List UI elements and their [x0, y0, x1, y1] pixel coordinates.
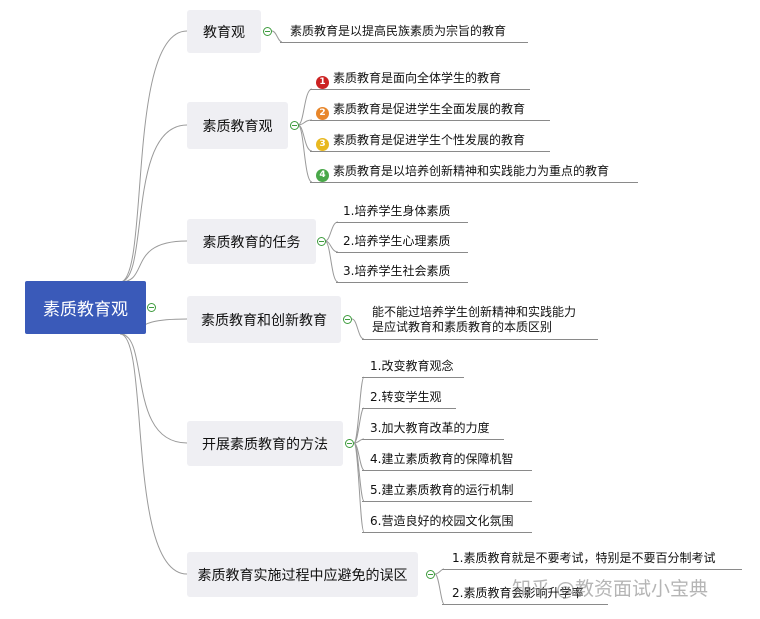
leaf-education-view-1: 素质教育是以提高民族素质为宗旨的教育: [290, 24, 507, 38]
priority-2-icon: 2: [316, 107, 329, 120]
leaf-methods-3: 3.加大教育改革的力度: [370, 421, 490, 435]
tasks-branch-0: [324, 221, 339, 242]
topic-methods[interactable]: 开展素质教育的方法: [187, 421, 343, 466]
collapse-toggle-education-view[interactable]: [263, 27, 272, 36]
collapse-toggle-root[interactable]: [147, 303, 156, 312]
leaf-methods-1: 1.改变教育观念: [370, 359, 454, 373]
collapse-toggle-misconceptions[interactable]: [426, 570, 435, 579]
methods-branch-5: [353, 442, 365, 533]
topic-misconceptions[interactable]: 素质教育实施过程中应避免的误区: [187, 552, 418, 597]
quality-view-branch-0: [297, 88, 313, 126]
root-node[interactable]: 素质教育观: [25, 281, 146, 334]
topic-innovation-education[interactable]: 素质教育和创新教育: [187, 296, 341, 343]
leaf-tasks-3: 3.培养学生社会素质: [343, 264, 451, 278]
leaf-methods-5: 5.建立素质教育的运行机制: [370, 483, 514, 497]
topic-tasks[interactable]: 素质教育的任务: [187, 219, 316, 264]
watermark: 知乎 @教资面试小宝典: [512, 578, 709, 600]
misconceptions-branch-1: [434, 573, 445, 605]
leaf-tasks-1: 1.培养学生身体素质: [343, 204, 451, 218]
leaf-misconceptions-2: 2.素质教育会影响升学率: [452, 586, 584, 600]
innovation-branch-0: [351, 318, 365, 340]
leaf-methods-2: 2.转变学生观: [370, 390, 442, 404]
leaf-misconceptions-1: 1.素质教育就是不要考试，特别是不要百分制考试: [452, 551, 716, 565]
topic-quality-education-view[interactable]: 素质教育观: [187, 102, 288, 149]
collapse-toggle-tasks[interactable]: [317, 237, 326, 246]
topic-education-view[interactable]: 教育观: [187, 10, 261, 53]
methods-branch-1: [353, 407, 365, 444]
root-branch-4: [119, 333, 188, 444]
tasks-branch-2: [324, 240, 339, 283]
priority-3-icon: 3: [316, 138, 329, 151]
collapse-toggle-innovation[interactable]: [343, 315, 352, 324]
leaf-methods-6: 6.营造良好的校园文化氛围: [370, 514, 514, 528]
education-view-branch-0: [271, 30, 283, 43]
leaf-tasks-2: 2.培养学生心理素质: [343, 234, 451, 248]
root-branch-0: [119, 30, 188, 283]
collapse-toggle-methods[interactable]: [345, 439, 354, 448]
priority-4-icon: 4: [316, 169, 329, 182]
root-branch-1: [119, 124, 188, 283]
quality-view-branch-3: [297, 124, 313, 183]
leaf-innovation-1: 能不能过培养学生创新精神和实践能力 是应试教育和素质教育的本质区别: [372, 305, 577, 334]
leaf-methods-4: 4.建立素质教育的保障机智: [370, 452, 514, 466]
root-branch-5: [119, 333, 188, 575]
priority-1-icon: 1: [316, 76, 329, 89]
root-branch-2: [119, 240, 188, 283]
collapse-toggle-quality-education-view[interactable]: [290, 121, 299, 130]
